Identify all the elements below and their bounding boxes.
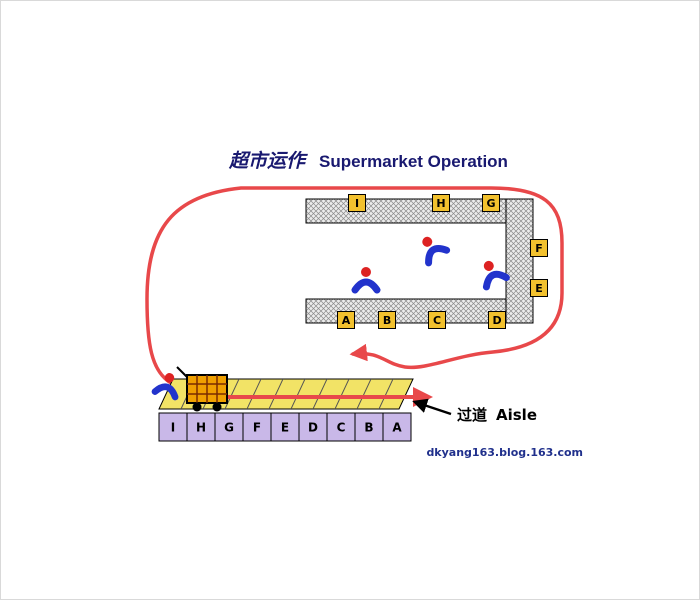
shelf-tag-B: B <box>378 311 396 329</box>
shelf-tag-G: G <box>482 194 500 212</box>
svg-text:C: C <box>433 314 441 327</box>
replenishment-route-path <box>145 186 564 385</box>
page-title-zh: 超市运作 <box>228 150 308 172</box>
shelf-tag-F: F <box>530 239 548 257</box>
svg-text:G: G <box>486 197 495 210</box>
aisle-slot: F <box>242 412 272 442</box>
aisle-slot: D <box>298 412 328 442</box>
worker-icon <box>413 230 450 266</box>
aisle-pointer-arrow <box>412 398 452 416</box>
svg-text:F: F <box>535 242 543 255</box>
aisle-slot: A <box>382 412 412 442</box>
svg-text:D: D <box>492 314 501 327</box>
shelf-tag-I: I <box>348 194 366 212</box>
svg-text:H: H <box>436 197 445 210</box>
worker-icon <box>353 267 380 293</box>
shelf-tag-C: C <box>428 311 446 329</box>
svg-text:C: C <box>337 421 346 435</box>
aisle-label-zh: 过道 <box>457 406 487 424</box>
shelf-tag-E: E <box>530 279 548 297</box>
shelf-bottom-bar <box>305 298 507 324</box>
shelf-u-shape <box>305 198 534 324</box>
svg-text:H: H <box>196 421 206 435</box>
shelf-tag-D: D <box>488 311 506 329</box>
shelf-right-bar <box>505 198 534 324</box>
page-title-en: Supermarket Operation <box>319 152 508 171</box>
aisle-slot: E <box>270 412 300 442</box>
aisle-slot: G <box>214 412 244 442</box>
shelf-tag-A: A <box>337 311 355 329</box>
aisle-label-en: Aisle <box>496 406 537 424</box>
svg-text:A: A <box>342 314 351 327</box>
svg-text:B: B <box>383 314 391 327</box>
svg-text:A: A <box>392 421 402 435</box>
svg-text:I: I <box>171 421 175 435</box>
shopping-cart-icon <box>176 366 228 412</box>
svg-text:F: F <box>253 421 261 435</box>
svg-text:E: E <box>535 282 543 295</box>
svg-text:D: D <box>308 421 318 435</box>
aisle-slot: C <box>326 412 356 442</box>
aisle-slot: H <box>186 412 216 442</box>
worker-icon <box>474 256 509 291</box>
shelf-tag-H: H <box>432 194 450 212</box>
watermark: dkyang163.blog.163.com <box>426 446 583 459</box>
shelf-top-bar <box>305 198 507 224</box>
svg-text:I: I <box>355 197 359 210</box>
svg-text:G: G <box>224 421 234 435</box>
aisle-slot: B <box>354 412 384 442</box>
svg-text:E: E <box>281 421 289 435</box>
aisle-slot: I <box>158 412 188 442</box>
svg-text:B: B <box>364 421 373 435</box>
